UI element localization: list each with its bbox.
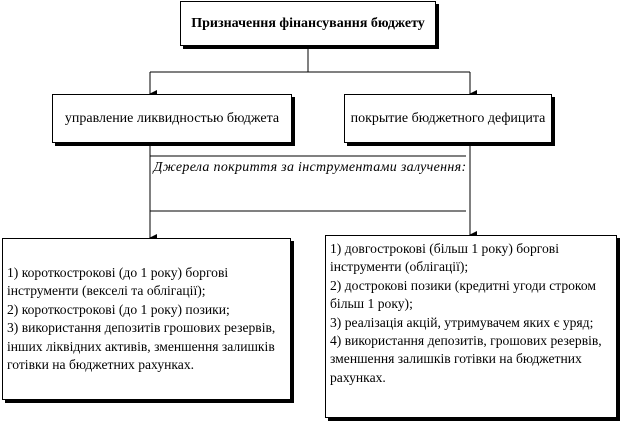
list-item: 4) використання депозитів, грошових резе… (330, 333, 602, 385)
list-item: 2) дострокові позики (кредитні угоди стр… (330, 277, 596, 312)
short-term-sources-box: 1) короткострокові (до 1 року) боргові і… (2, 238, 291, 400)
title-box: Призначення фінансування бюджету (180, 1, 436, 46)
list-item: 2) короткострокові (до 1 року) позики; (7, 301, 230, 317)
branch-box-liquidity: управление ликвидностью бюджета (52, 94, 292, 143)
diagram-title: Призначення фінансування бюджету (191, 16, 425, 31)
list-item: 3) реалізація акцій, утримувачем яких є … (330, 314, 594, 330)
list-item: 1) короткострокові (до 1 року) боргові і… (7, 265, 229, 299)
long-term-sources-box: 1) довгострокові (більш 1 року) боргові … (325, 235, 617, 418)
list-item: 3) використання депозитів грошових резер… (7, 320, 276, 373)
branch-label-liquidity: управление ликвидностью бюджета (64, 110, 280, 126)
sources-label: Джерела покриття за інструментами залуче… (153, 160, 467, 175)
branch-label-deficit: покрытие бюджетного дефицита (350, 110, 546, 126)
branch-box-deficit: покрытие бюджетного дефицита (344, 94, 552, 143)
list-item: 1) довгострокові (більш 1 року) боргові … (330, 241, 559, 275)
